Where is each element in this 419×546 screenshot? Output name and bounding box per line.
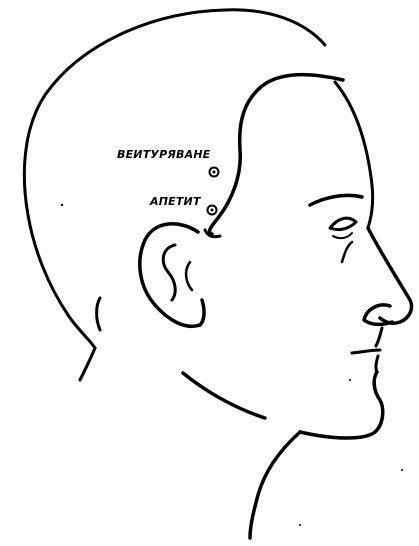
- acupoint-label: АПЕТИТ: [150, 196, 201, 207]
- upper-lip: [376, 328, 382, 346]
- mouth-line: [352, 350, 380, 353]
- skull-outline: [24, 10, 225, 348]
- ear-antihelix: [186, 262, 192, 290]
- eye: [330, 218, 356, 229]
- lower-lip: [376, 356, 378, 372]
- brow-line: [310, 195, 362, 205]
- speck: [299, 524, 301, 526]
- acupoint-label: ВЕИТУРЯВАНЕ: [117, 149, 210, 160]
- eye-lower-lid: [333, 233, 352, 238]
- acupoint-marker-icon: [210, 168, 219, 177]
- crown-outline: [225, 10, 325, 45]
- ear-inner: [163, 245, 175, 300]
- acupoint-marker-icon: [208, 206, 217, 215]
- face-profile: [335, 82, 373, 228]
- hairline: [210, 75, 343, 234]
- cheek-line: [342, 242, 352, 262]
- speck: [61, 204, 63, 206]
- nape-line: [97, 298, 100, 330]
- speck: [401, 469, 403, 471]
- neck-front: [250, 432, 300, 538]
- chin: [300, 372, 383, 438]
- jaw-line: [183, 373, 265, 418]
- speck: [349, 379, 351, 381]
- neck-back: [80, 348, 95, 380]
